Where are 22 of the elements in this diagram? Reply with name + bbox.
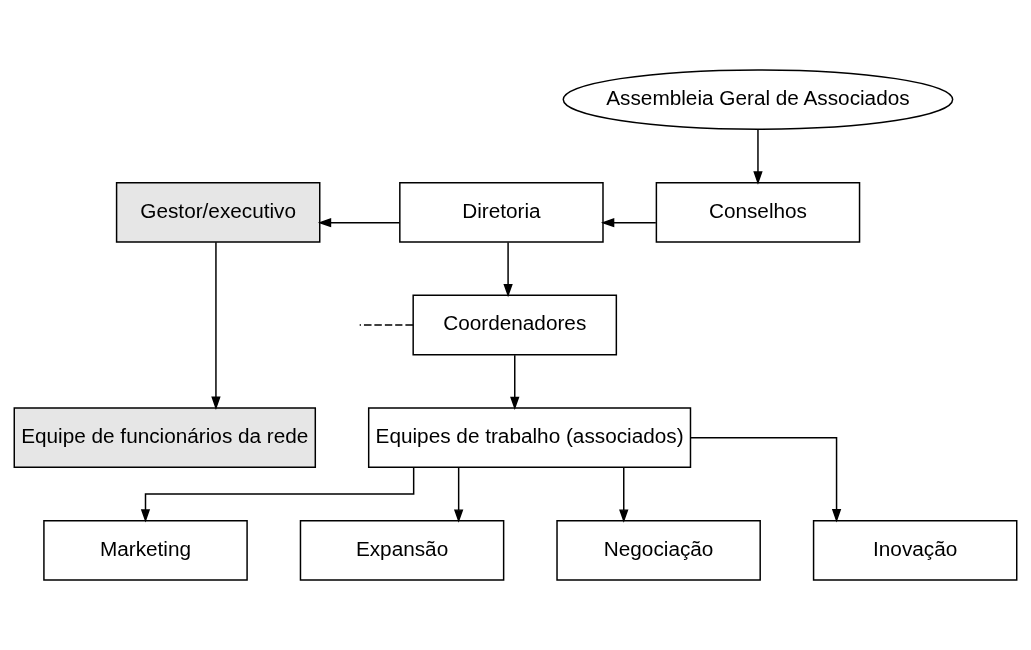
arrow: [211, 241, 221, 410]
node-box: Equipe de funcionários da rede: [13, 407, 317, 469]
node-box: Marketing: [43, 520, 248, 581]
arrow: [454, 467, 464, 523]
arrow: [140, 467, 415, 523]
arrow: [317, 218, 401, 228]
arrow: [689, 436, 842, 523]
node-box: Diretoria: [399, 181, 604, 243]
arrow: [600, 218, 657, 228]
node-box: Negociação: [556, 520, 761, 581]
arrow: [510, 354, 520, 411]
arrow: [503, 241, 513, 298]
node-box: Gestor/executivo: [115, 181, 321, 243]
node-box: Conselhos: [655, 181, 861, 243]
node-box: Equipes de trabalho (associados): [367, 407, 692, 469]
connector: [358, 324, 414, 326]
node-box: Expansão: [299, 520, 505, 581]
node-ellipse: Assembleia Geral de Associados: [562, 69, 954, 130]
arrow: [619, 467, 629, 523]
node-box: Coordenadores: [412, 294, 618, 356]
arrow: [753, 129, 763, 185]
node-box: Inovação: [812, 520, 1018, 581]
